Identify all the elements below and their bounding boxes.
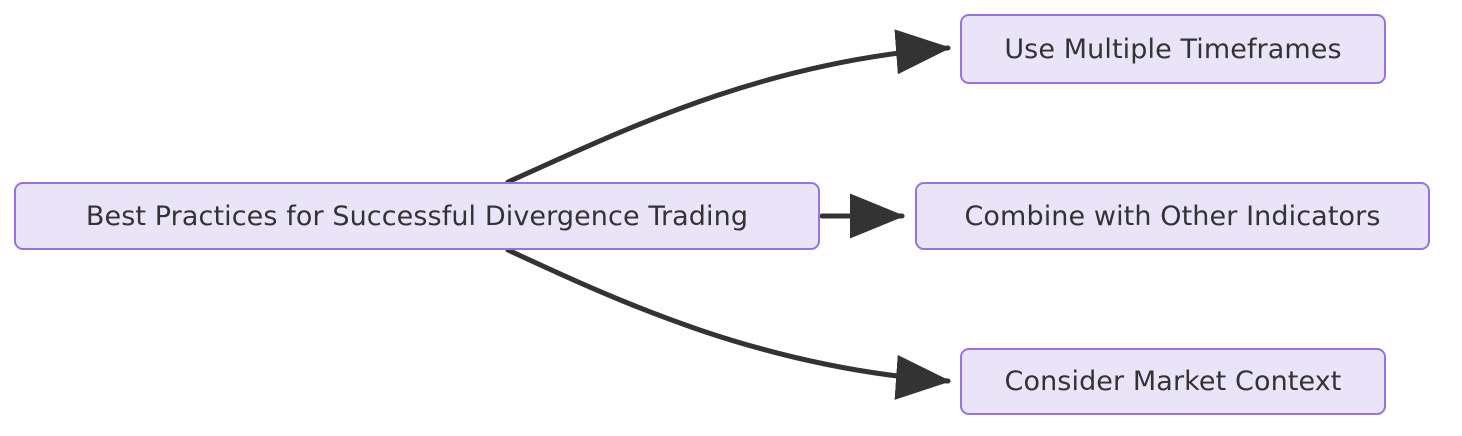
- node-combine-with-other-indicators[interactable]: Combine with Other Indicators: [915, 182, 1430, 250]
- edge-root-to-timeframes: [505, 29, 951, 185]
- node-consider-market-context[interactable]: Consider Market Context: [960, 348, 1386, 415]
- node-label: Use Multiple Timeframes: [1004, 33, 1342, 65]
- node-use-multiple-timeframes[interactable]: Use Multiple Timeframes: [960, 14, 1386, 84]
- node-label: Consider Market Context: [1004, 366, 1342, 397]
- node-label: Combine with Other Indicators: [964, 200, 1381, 232]
- edge-root-to-context: [505, 247, 951, 400]
- node-best-practices-root[interactable]: Best Practices for Successful Divergence…: [14, 182, 820, 250]
- node-label: Best Practices for Successful Divergence…: [85, 200, 749, 232]
